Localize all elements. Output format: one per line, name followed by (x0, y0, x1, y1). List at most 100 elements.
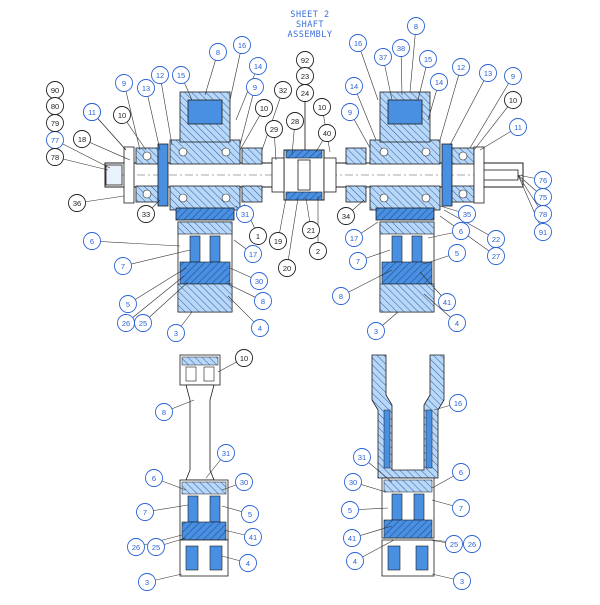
callout-number: 7 (143, 508, 147, 517)
callout-number: 10 (509, 96, 517, 105)
callout-number: 25 (152, 543, 160, 552)
lower-left-arm-detail (179, 354, 229, 577)
callout-bubble-24: 24 (296, 84, 314, 102)
callout-bubble-10: 10 (235, 349, 253, 367)
leader-line (449, 72, 489, 146)
sheet-title-line: SHEET 2 (290, 10, 330, 20)
callout-bubble-6: 6 (145, 469, 163, 487)
callout-number: 92 (301, 56, 309, 65)
callout-bubble-33: 33 (137, 205, 155, 223)
callout-number: 15 (177, 71, 185, 80)
callout-number: 22 (492, 235, 500, 244)
leader-line (239, 86, 256, 146)
callout-bubble-15: 15 (172, 66, 190, 84)
leader-line (443, 209, 497, 240)
callout-number: 34 (342, 212, 350, 221)
shaft-left-end (105, 164, 123, 186)
callout-bubble-4: 4 (448, 314, 466, 332)
callout-number: 1 (256, 232, 260, 241)
callout-number: 10 (260, 104, 268, 113)
callout-number: 4 (258, 324, 262, 333)
callout-number: 23 (301, 72, 309, 81)
callout-number: 11 (514, 123, 522, 132)
callout-bubble-22: 22 (487, 230, 505, 248)
callout-bubble-16: 16 (449, 394, 467, 412)
callout-number: 30 (255, 277, 263, 286)
callout-number: 25 (450, 540, 458, 549)
callout-number: 9 (122, 79, 126, 88)
callout-bubble-4: 4 (346, 552, 364, 570)
callout-number: 4 (455, 319, 459, 328)
leader-line (473, 99, 514, 151)
main-shaft-assembly (104, 91, 524, 313)
callout-number: 78 (539, 210, 547, 219)
leader-line (91, 240, 181, 247)
callout-number: 75 (539, 193, 547, 202)
callout-bubble-92: 92 (296, 51, 314, 69)
callout-bubble-10: 10 (255, 99, 273, 117)
callout-number: 31 (241, 210, 249, 219)
callout-bubbles: 9131215816149111167526253483017317790807… (46, 17, 552, 591)
callout-bubble-8: 8 (254, 292, 272, 310)
callout-number: 10 (318, 103, 326, 112)
callout-number: 36 (73, 199, 81, 208)
callout-bubble-8: 8 (332, 287, 350, 305)
callout-number: 31 (358, 453, 366, 462)
callout-bubble-16: 16 (233, 36, 251, 54)
callout-number: 24 (301, 89, 309, 98)
callout-number: 2 (316, 247, 320, 256)
callout-number: 6 (152, 474, 156, 483)
callout-number: 6 (90, 237, 94, 246)
callout-bubble-19: 19 (269, 232, 287, 250)
callout-number: 35 (463, 210, 471, 219)
leader-line (123, 82, 141, 151)
callout-number: 40 (323, 129, 331, 138)
callout-number: 14 (254, 62, 262, 71)
leader-line (261, 89, 284, 151)
callout-number: 76 (539, 176, 547, 185)
callout-number: 8 (162, 408, 166, 417)
callout-number: 29 (270, 125, 278, 134)
callout-bubble-31: 31 (217, 444, 235, 462)
leader-line (54, 156, 109, 171)
callout-number: 90 (51, 86, 59, 95)
callout-number: 10 (118, 111, 126, 120)
callout-bubble-10: 10 (504, 91, 522, 109)
callout-bubble-41: 41 (438, 293, 456, 311)
callout-number: 19 (274, 237, 282, 246)
leader-line (125, 275, 185, 324)
callout-bubble-41: 41 (343, 529, 361, 547)
callout-number: 16 (454, 399, 462, 408)
callout-bubble-17: 17 (244, 245, 262, 263)
callout-bubble-25: 25 (147, 538, 165, 556)
sheet-title-line: SHAFT (295, 20, 325, 30)
callout-bubble-10: 10 (313, 98, 331, 116)
callout-number: 4 (246, 559, 250, 568)
left-inner-bearing (241, 147, 263, 203)
left-leg-cylinder (177, 221, 233, 313)
callout-bubble-7: 7 (349, 252, 367, 270)
callout-number: 12 (457, 63, 465, 72)
callout-bubble-14: 14 (345, 77, 363, 95)
callout-number: 5 (348, 506, 352, 515)
leader-line (439, 66, 462, 141)
sheet-title-line: ASSEMBLY (287, 30, 333, 40)
callout-bubble-32: 32 (274, 81, 292, 99)
callout-bubble-6: 6 (452, 463, 470, 481)
callout-number: 17 (350, 234, 358, 243)
callout-number: 30 (240, 478, 248, 487)
right-gear-housing (369, 91, 441, 221)
callout-bubble-20: 20 (278, 259, 296, 277)
callout-bubble-78: 78 (534, 205, 552, 223)
callout-number: 17 (249, 250, 257, 259)
callout-number: 31 (222, 449, 230, 458)
callout-bubble-75: 75 (534, 188, 552, 206)
callout-bubble-3: 3 (167, 324, 185, 342)
leader-line (122, 249, 191, 267)
leader-line (340, 269, 393, 297)
right-inner-bearing (345, 147, 367, 203)
callout-bubble-16: 16 (349, 34, 367, 52)
callout-number: 4 (353, 557, 357, 566)
callout-number: 7 (459, 504, 463, 513)
